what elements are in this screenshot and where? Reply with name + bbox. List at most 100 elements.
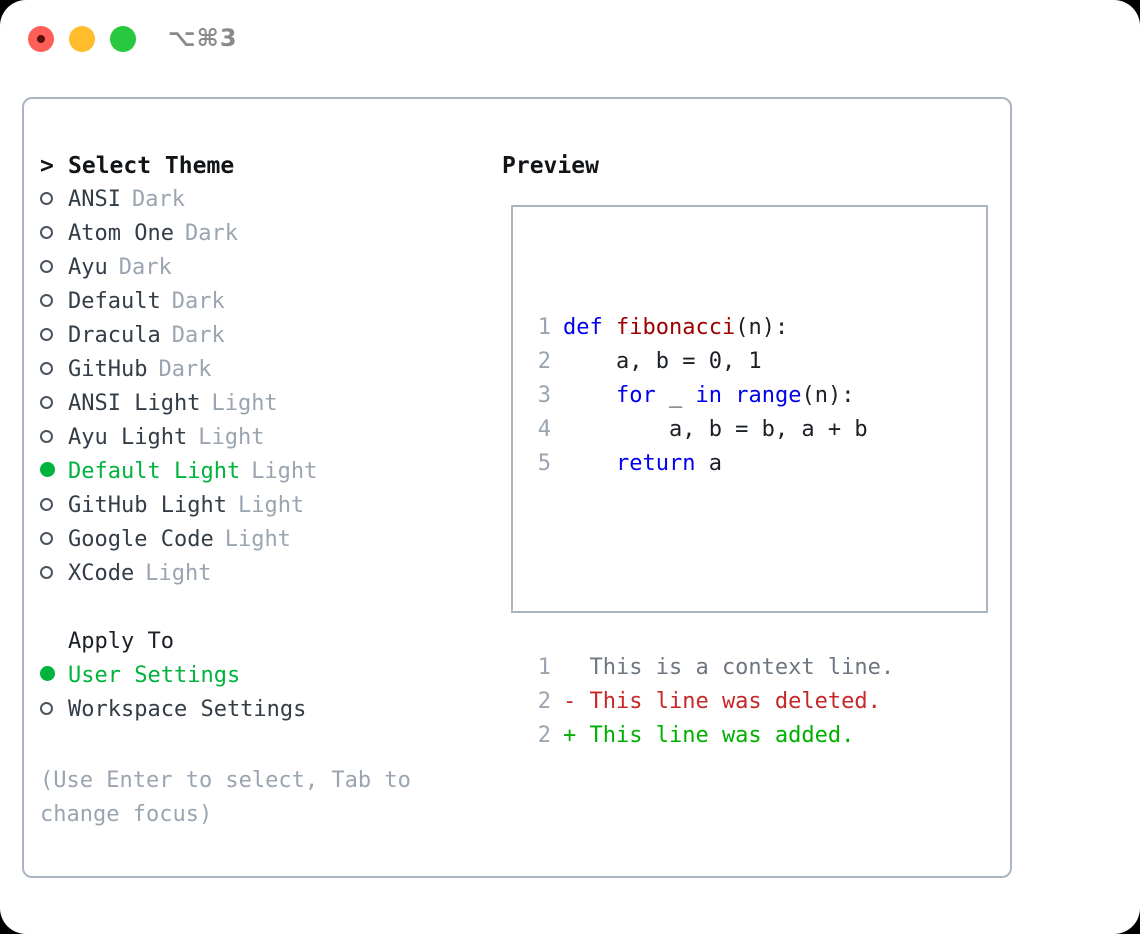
radio-selected-icon [40, 659, 68, 693]
zoom-button[interactable] [110, 26, 136, 52]
apply-to-label: Workspace Settings [68, 697, 307, 722]
theme-kind-label: Light [251, 459, 318, 484]
theme-list-heading: >Select Theme [40, 149, 480, 183]
code-line: 4 a, b = b, a + b [529, 413, 894, 447]
close-button[interactable] [28, 26, 54, 52]
line-number: 1 [537, 655, 551, 680]
code-line: 3 for _ in range(n): [529, 379, 894, 413]
radio-unselected-icon [40, 183, 68, 217]
diff-line: 2 + This line was added. [529, 719, 894, 753]
code-token: a [695, 451, 722, 476]
theme-name-label: Default [68, 289, 161, 314]
bullet-glyph [40, 226, 53, 239]
bullet-glyph [40, 294, 53, 307]
line-number: 3 [537, 383, 551, 408]
radio-unselected-icon [40, 693, 68, 727]
theme-name-label: GitHub Light [68, 493, 227, 518]
radio-unselected-icon [40, 387, 68, 421]
theme-name-label: Atom One [68, 221, 174, 246]
radio-unselected-icon [40, 523, 68, 557]
theme-kind-label: Dark [171, 323, 225, 348]
theme-list-item[interactable]: Default Light Light [40, 455, 480, 489]
keyboard-hint: (Use Enter to select, Tab to change focu… [40, 768, 411, 827]
section-spacer [40, 591, 480, 625]
theme-name-label: Ayu [68, 255, 108, 280]
bullet-glyph [40, 566, 53, 579]
caret-icon: > [40, 153, 54, 179]
theme-name-label: GitHub [68, 357, 148, 382]
code-token [722, 383, 735, 408]
diff-text: This is a context line. [563, 655, 895, 680]
code-token: range [735, 383, 802, 408]
theme-kind-label: Dark [171, 289, 225, 314]
code-token [563, 383, 616, 408]
radio-unselected-icon [40, 421, 68, 455]
theme-list-item[interactable]: GitHub Dark [40, 353, 480, 387]
theme-list-item[interactable]: Default Dark [40, 285, 480, 319]
diff-lines: 1 This is a context line.2- This line wa… [529, 651, 894, 753]
apply-to-label: User Settings [68, 663, 241, 688]
radio-unselected-icon [40, 489, 68, 523]
apply-to-option[interactable]: Workspace Settings [40, 693, 480, 727]
code-token: a, b = b, a + b [563, 417, 868, 442]
diff-line: 1 This is a context line. [529, 651, 894, 685]
code-line: 5 return a [529, 447, 894, 481]
theme-name-label: ANSI Light [68, 391, 201, 416]
code-token: return [615, 451, 696, 476]
code-token: a, b = 0, 1 [563, 349, 762, 374]
line-number: 5 [537, 451, 551, 476]
theme-kind-label: Dark [158, 357, 212, 382]
bullet-glyph [40, 430, 53, 443]
window-controls [0, 26, 136, 52]
theme-list-item[interactable]: Dracula Dark [40, 319, 480, 353]
code-token: _ [655, 383, 696, 408]
line-number: 2 [537, 723, 551, 748]
theme-kind-label: Light [237, 493, 305, 518]
radio-unselected-icon [40, 251, 68, 285]
theme-list-item[interactable]: GitHub Light Light [40, 489, 480, 523]
bullet-glyph [40, 328, 53, 341]
theme-name-label: Default Light [68, 459, 241, 484]
line-number: 4 [537, 417, 551, 442]
diff-text: + This line was added. [563, 723, 855, 748]
theme-kind-label: Light [224, 527, 291, 552]
bullet-glyph [40, 666, 55, 681]
title-bar: ⌥⌘3 [0, 0, 1140, 78]
diff-line: 2- This line was deleted. [529, 685, 894, 719]
radio-selected-icon [40, 455, 68, 489]
theme-kind-label: Light [198, 425, 265, 450]
code-token: (n): [735, 315, 789, 340]
theme-name-label: XCode [68, 561, 135, 586]
line-number: 2 [537, 349, 551, 374]
code-token: fibonacci [615, 315, 736, 340]
keyboard-shortcut-label: ⌥⌘3 [168, 24, 238, 52]
code-token: in [695, 383, 722, 408]
line-number: 1 [537, 315, 551, 340]
minimize-button[interactable] [69, 26, 95, 52]
radio-unselected-icon [40, 285, 68, 319]
apply-to-option[interactable]: User Settings [40, 659, 480, 693]
radio-unselected-icon [40, 217, 68, 251]
code-token: (n): [801, 383, 855, 408]
theme-name-label: Dracula [68, 323, 161, 348]
code-token: for [615, 383, 656, 408]
bullet-glyph [40, 396, 53, 409]
code-blank-line [529, 549, 894, 583]
preview-title: Preview [502, 153, 599, 179]
theme-kind-label: Light [211, 391, 278, 416]
theme-list-item[interactable]: ANSI Light Light [40, 387, 480, 421]
